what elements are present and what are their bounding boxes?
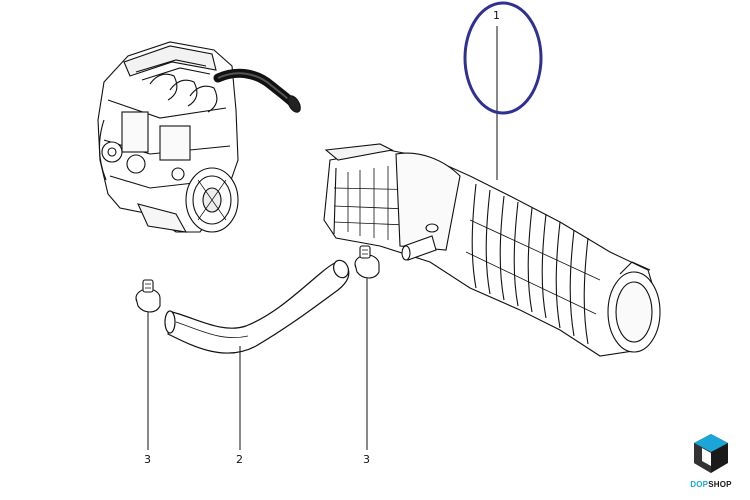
cube-icon (694, 434, 728, 473)
logo-rest-text: SHOP (708, 480, 732, 489)
logo-wordmark: DOPSHOP (686, 480, 736, 489)
highlight-ring (463, 1, 543, 115)
callout-3-right: 3 (363, 453, 370, 466)
engine-illustration (97, 41, 301, 233)
leader-lines (147, 26, 498, 450)
callout-1: 1 (493, 9, 500, 22)
dopshop-logo: DOPSHOP (686, 430, 736, 494)
hose-part-2 (164, 259, 350, 354)
callout-2: 2 (236, 453, 243, 466)
intake-duct-part-1 (323, 143, 661, 357)
logo-accent-text: DOP (690, 480, 709, 489)
hose-clamp-right (354, 245, 380, 279)
callout-3-left: 3 (144, 453, 151, 466)
hose-clamp-left (135, 279, 161, 313)
